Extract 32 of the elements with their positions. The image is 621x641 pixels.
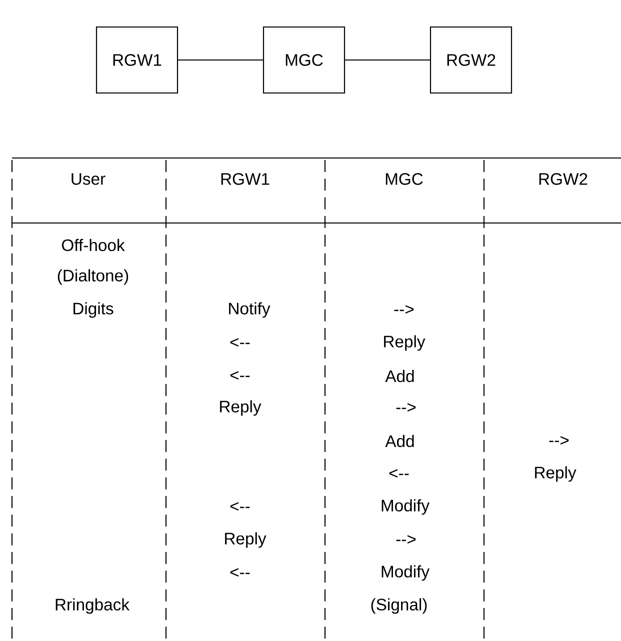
table-cell-text: --> — [396, 535, 416, 544]
table-cell-text: (Signal) — [371, 598, 427, 614]
table-cell-text: Reply — [225, 532, 266, 548]
connector-line — [178, 59, 263, 61]
entity-box: RGW1 — [96, 26, 178, 94]
table-cell-text: Off-hook — [62, 238, 125, 252]
table-cell-text: Modify — [382, 565, 430, 581]
table-cell-text: Modify — [382, 499, 430, 515]
table-cell-text: User — [72, 173, 106, 185]
table-cell-text: <-- — [389, 469, 409, 478]
table-cell-text: Reply — [220, 400, 262, 416]
table-cell-text: Rringback — [56, 598, 130, 614]
table-cell-text: <-- — [230, 502, 250, 511]
table-cell-text: Reply — [384, 335, 426, 351]
table-cell-text: --> — [549, 436, 569, 445]
entity-box: MGC — [262, 26, 346, 94]
table-cell-text: --> — [394, 305, 414, 314]
table-cell-text: RGW1 — [221, 173, 270, 185]
table-cell-text: <-- — [230, 371, 250, 380]
table-cell-text: Reply — [535, 466, 576, 482]
table-cell-text: <-- — [230, 568, 250, 577]
table-cell-text: Add — [385, 370, 414, 382]
entity-box: RGW2 — [430, 26, 512, 94]
table-cell-text: --> — [396, 403, 416, 412]
table-cell-text: Notify — [229, 302, 270, 318]
table-cell-text: MGC — [386, 173, 423, 185]
table-cell-text: <-- — [230, 338, 250, 347]
table-cell-text: Add — [385, 434, 414, 448]
table-cell-text: RGW2 — [539, 173, 588, 185]
connector-line — [345, 59, 430, 61]
table-cell-text: (Dialtone) — [58, 269, 128, 285]
table-cell-text: Digits — [74, 302, 114, 318]
